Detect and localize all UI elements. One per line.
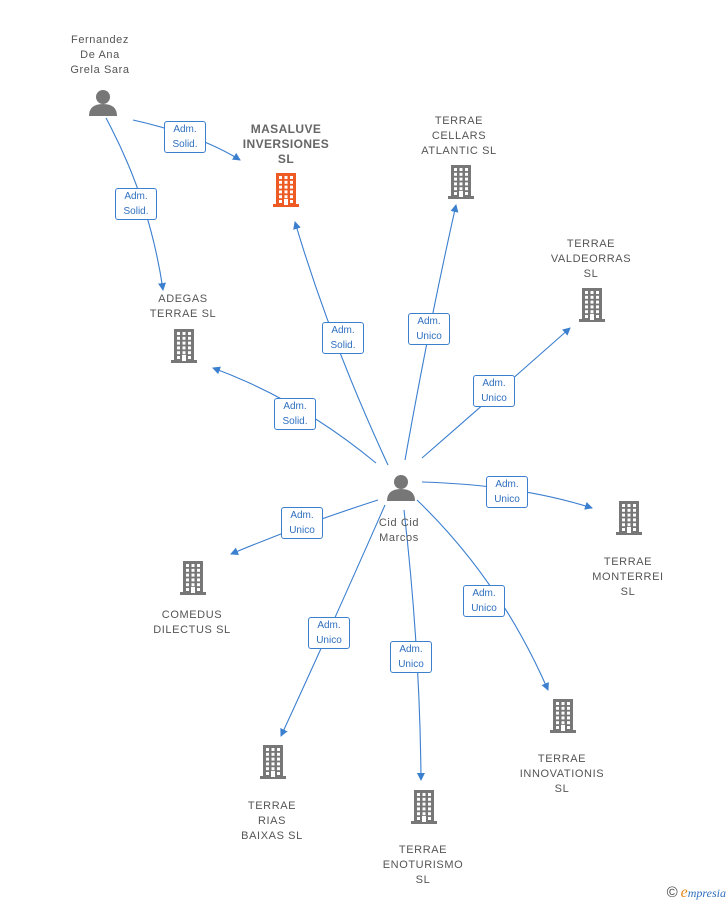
edges-layer [105, 117, 593, 781]
building-icon-adegas[interactable] [171, 329, 197, 363]
edge-label-fernandez-masaluve[interactable]: Adm. Solid. [164, 121, 206, 153]
person-icon-fernandez[interactable] [89, 90, 117, 116]
node-label-valdeorras[interactable]: TERRAE VALDEORRAS SL [550, 237, 632, 280]
edge-label-cid-innovationis[interactable]: Adm. Unico [463, 585, 505, 617]
edge-label-cid-comedus[interactable]: Adm. Unico [281, 507, 323, 539]
edge-label-cid-rias[interactable]: Adm. Unico [308, 617, 350, 649]
building-icon-innovationis[interactable] [550, 699, 576, 733]
node-label-rias[interactable]: TERRAE RIAS BAIXAS SL [241, 799, 303, 842]
node-label-cid[interactable]: Cid Cid Marcos [378, 516, 420, 544]
node-label-cellars[interactable]: TERRAE CELLARS ATLANTIC SL [421, 114, 497, 157]
edge-label-fernandez-adegas[interactable]: Adm. Solid. [115, 188, 157, 220]
edge-label-cid-adegas[interactable]: Adm. Solid. [274, 398, 316, 430]
brand-logo: © empresia [667, 884, 726, 902]
building-icon-comedus[interactable] [180, 561, 206, 595]
node-label-enoturismo[interactable]: TERRAE ENOTURISMO SL [382, 843, 464, 886]
edge-label-cid-valdeorras[interactable]: Adm. Unico [473, 375, 515, 407]
node-label-fernandez[interactable]: Fernandez De Ana Grela Sara [70, 33, 130, 76]
edge-label-cid-cellars[interactable]: Adm. Unico [408, 313, 450, 345]
building-icon-rias[interactable] [260, 745, 286, 779]
building-icon-valdeorras[interactable] [579, 288, 605, 322]
node-label-comedus[interactable]: COMEDUS DILECTUS SL [153, 608, 231, 636]
edge-label-cid-enoturismo[interactable]: Adm. Unico [390, 641, 432, 673]
building-icon-enoturismo[interactable] [411, 790, 437, 824]
icons-layer [89, 90, 642, 824]
node-label-masaluve[interactable]: MASALUVE INVERSIONES SL [242, 121, 330, 166]
building-icon-monterrei[interactable] [616, 501, 642, 535]
person-icon-cid[interactable] [387, 475, 415, 501]
brand-name: mpresia [687, 886, 726, 900]
node-label-monterrei[interactable]: TERRAE MONTERREI SL [592, 555, 664, 598]
building-icon-masaluve[interactable] [273, 173, 299, 207]
node-label-adegas[interactable]: ADEGAS TERRAE SL [149, 293, 217, 320]
edge-label-cid-masaluve[interactable]: Adm. Solid. [322, 322, 364, 354]
brand-initial: e [680, 884, 688, 901]
building-icon-cellars[interactable] [448, 165, 474, 199]
copyright-icon: © [666, 884, 678, 901]
edge-label-cid-monterrei[interactable]: Adm. Unico [486, 476, 528, 508]
node-label-innovationis[interactable]: TERRAE INNOVATIONIS SL [519, 752, 605, 795]
